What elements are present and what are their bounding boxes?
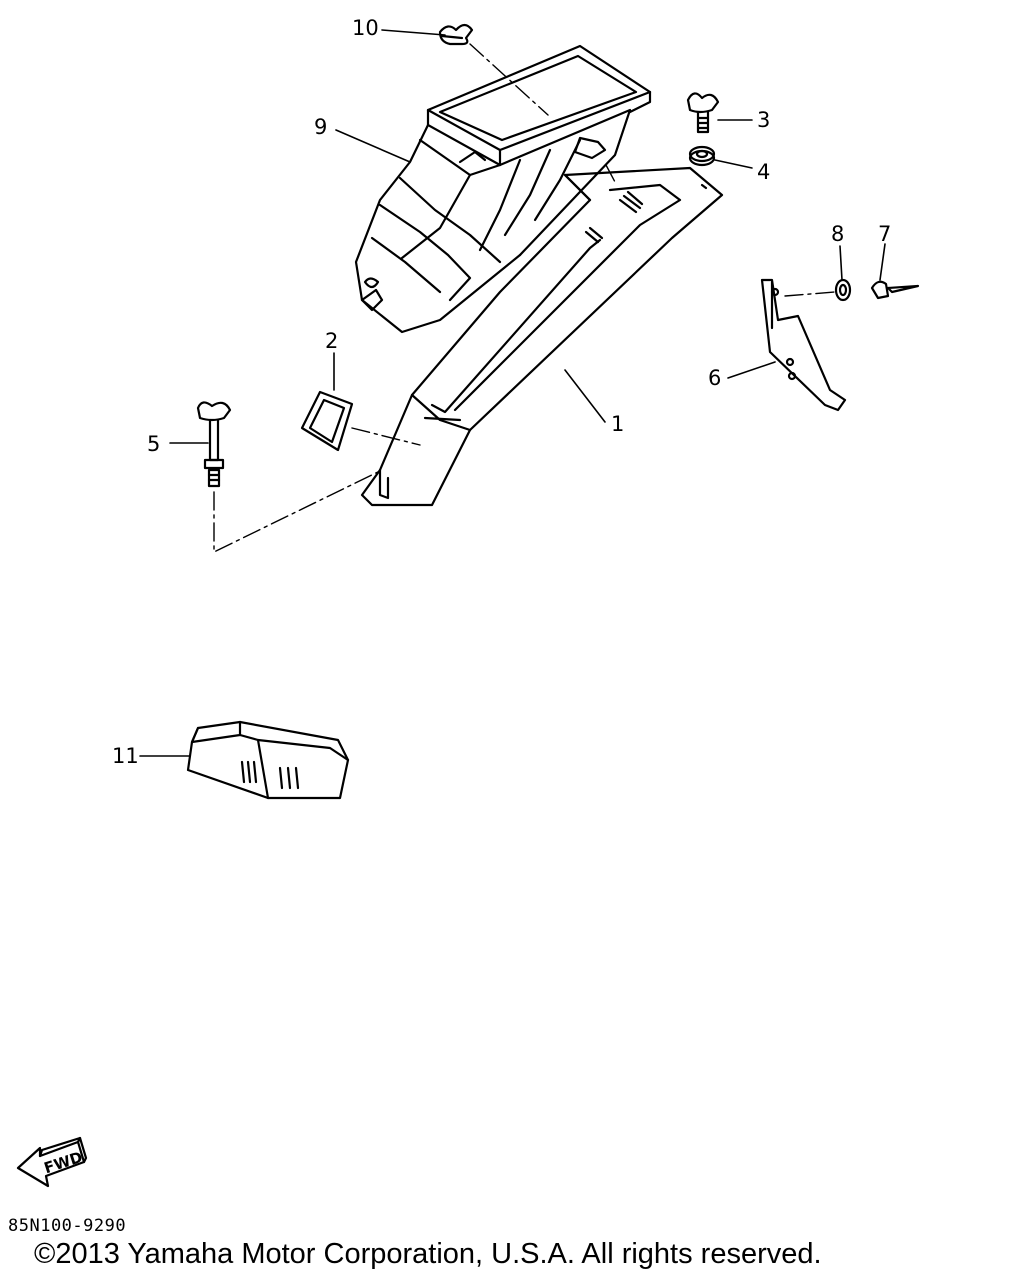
part-code: 85N100-9290 bbox=[8, 1216, 127, 1236]
callout-9: 9 bbox=[314, 115, 328, 139]
part-9-intake-duct bbox=[354, 44, 652, 334]
leader-lines bbox=[139, 29, 886, 757]
callout-5: 5 bbox=[147, 432, 161, 456]
part-8-nut bbox=[834, 278, 852, 302]
part-1-base-plate bbox=[360, 166, 724, 507]
part-10-wing-bolt bbox=[438, 23, 474, 46]
part-11-element bbox=[186, 720, 350, 800]
copyright-notice: ©2013 Yamaha Motor Corporation, U.S.A. A… bbox=[34, 1238, 822, 1270]
callout-4: 4 bbox=[757, 160, 771, 184]
part-2-seal bbox=[300, 390, 354, 452]
callout-7: 7 bbox=[878, 222, 892, 246]
callout-2: 2 bbox=[325, 329, 339, 353]
part-7-screw bbox=[870, 280, 920, 300]
fwd-arrow-icon: FWD bbox=[16, 1136, 88, 1188]
callout-8: 8 bbox=[831, 222, 845, 246]
part-4-grommet bbox=[688, 145, 716, 167]
alignment-lines bbox=[213, 43, 836, 553]
callout-11: 11 bbox=[112, 744, 139, 768]
callout-6: 6 bbox=[708, 366, 722, 390]
part-3-wing-bolt bbox=[686, 92, 720, 134]
callout-10: 10 bbox=[352, 16, 379, 40]
callout-1: 1 bbox=[611, 412, 625, 436]
callout-3: 3 bbox=[757, 108, 771, 132]
part-6-bracket bbox=[760, 278, 847, 412]
part-5-wing-bolt bbox=[196, 401, 232, 488]
